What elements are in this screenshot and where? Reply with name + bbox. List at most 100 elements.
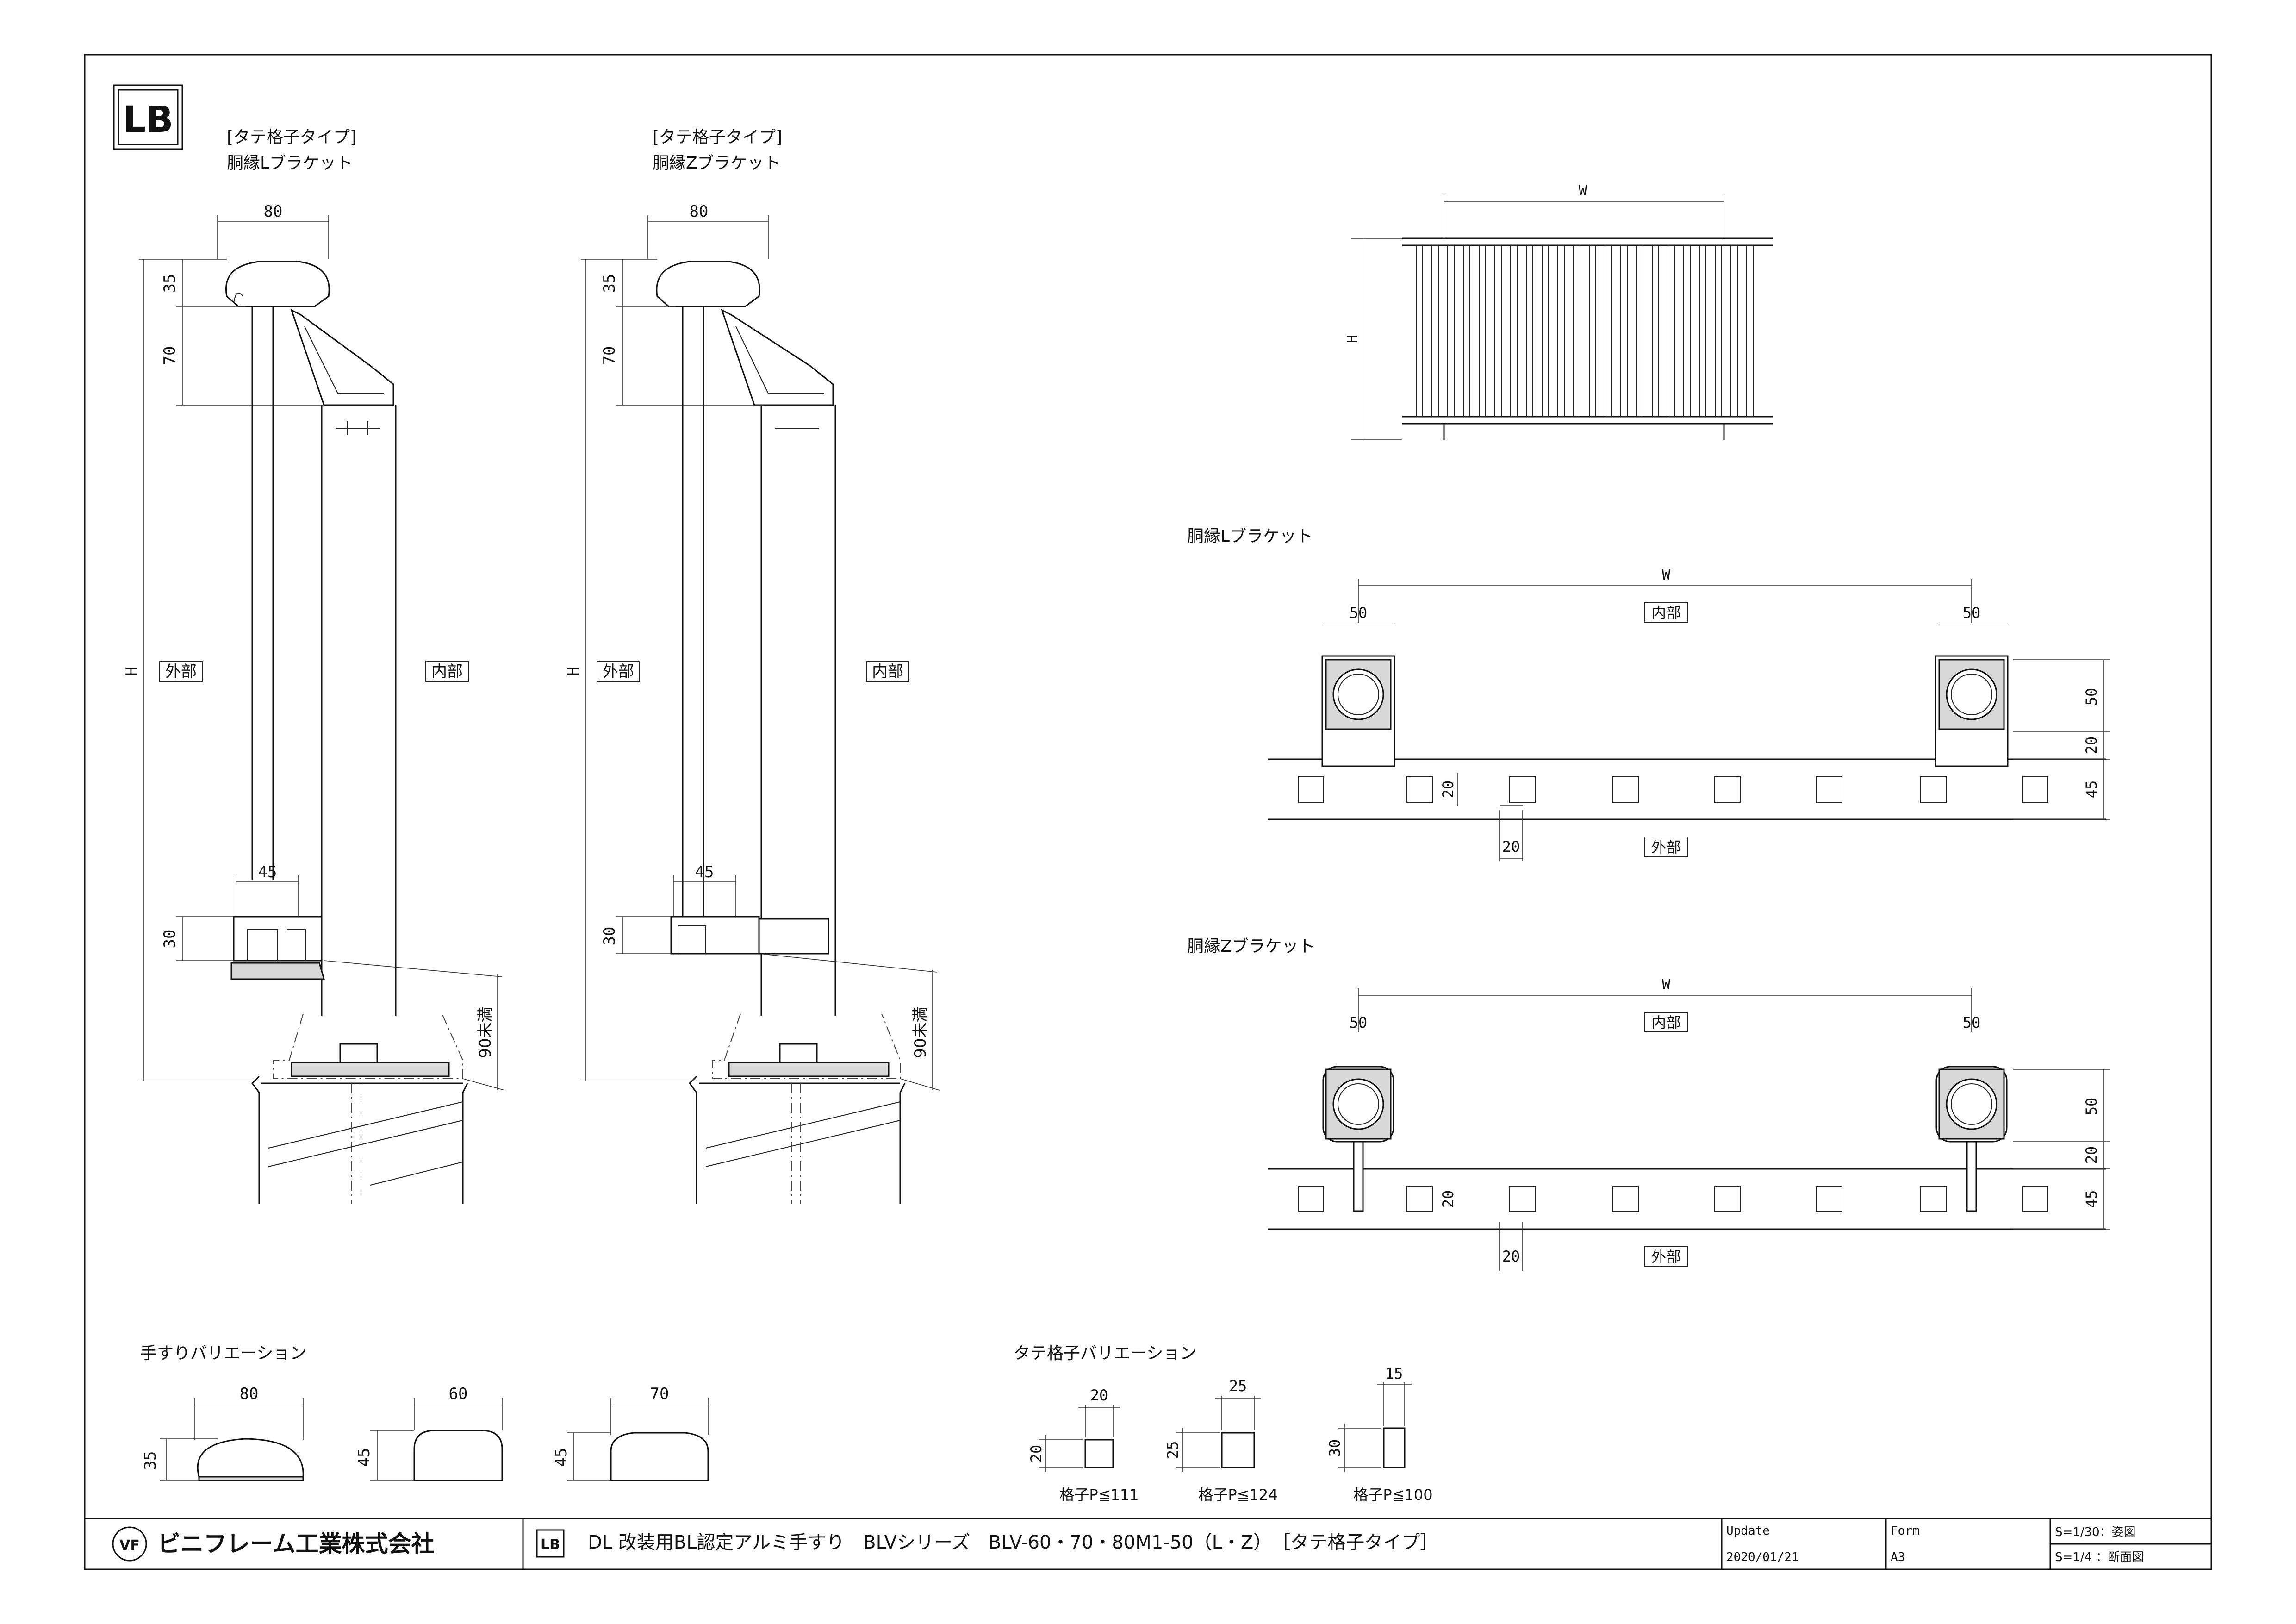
label-inside-plan-l: 内部 [1644,602,1688,623]
baluster-pitch-1: 格子P≦111 [1059,1486,1139,1504]
plan-baluster [1612,776,1639,803]
elevation-baluster [1573,245,1580,417]
plan-baluster [1509,1186,1536,1212]
dim-20-bal1v: 20 [1027,1445,1045,1463]
view2-dimensions [581,215,940,1091]
plan-baluster [1509,776,1536,803]
elevation-baluster [1715,245,1722,417]
title-block: VF ビニフレーム工業株式会社 LB DL 改装用BL認定アルミ手すり BLVシ… [85,1518,2211,1569]
dim-20-l-v: 20 [2083,737,2100,755]
plan-post-pipe-inner [1951,674,1992,715]
svg-text:内部: 内部 [1651,1014,1681,1031]
elevation-baluster [1605,245,1612,417]
view2-title-line2: 胴縁Zブラケット [653,154,781,173]
label-outside-plan-z: 外部 [1644,1246,1688,1267]
svg-text:外部: 外部 [1651,838,1681,856]
elevation-baluster [1542,245,1549,417]
elevation-baluster [1746,245,1754,417]
form-label: Form [1891,1524,1920,1538]
dim-h-v1: H [123,667,141,676]
dim-35-v2: 35 [600,274,619,293]
title-logo: LB [541,1537,560,1553]
dim-90-v2: 90未満 [911,1006,930,1058]
dim-25-bal2: 25 [1229,1377,1247,1395]
svg-text:LB: LB [123,99,173,141]
lb-logo: LB [113,84,183,150]
dim-50-z-v: 50 [2083,1098,2100,1116]
dim-20-z-h: 20 [1502,1248,1520,1265]
z-bracket [1353,1141,1364,1212]
plan-baluster [1816,776,1842,803]
handrail-variation-60 [370,1398,503,1481]
dim-w-l: W [1662,567,1671,583]
dim-50-l1: 50 [1350,604,1368,622]
dim-30-v1: 30 [161,930,179,949]
plan-post-pipe [1332,1078,1384,1130]
dim-35-v1: 35 [161,274,179,293]
plan-z-view [1268,988,2110,1271]
plan-baluster [1920,1186,1947,1212]
form-value: A3 [1891,1550,1905,1564]
elevation-baluster [1699,245,1706,417]
dim-h-elev: H [1344,335,1361,343]
dim-80-v1: 80 [264,202,283,221]
dim-20-z-sq: 20 [1439,1190,1457,1208]
elevation-baluster [1479,245,1486,417]
dim-45-v2: 45 [695,863,714,881]
plan-baluster [1816,1186,1842,1212]
dim-15-bal3: 15 [1385,1365,1403,1382]
elevation-baluster [1557,245,1565,417]
plan-z-title: 胴縁Zブラケット [1187,937,1315,956]
dim-45-v1: 45 [258,863,277,881]
view1-dimensions [139,215,505,1091]
elevation-baluster [1463,245,1470,417]
dim-45-var1: 45 [355,1448,373,1467]
dim-20-bal1: 20 [1090,1387,1108,1404]
dim-50-z2: 50 [1963,1014,1981,1031]
elevation-view [1351,194,1773,440]
plan-baluster [1714,776,1741,803]
elevation-baluster [1510,245,1518,417]
elevation-baluster [1589,245,1596,417]
dim-h-v2: H [564,667,583,676]
dim-80-var: 80 [240,1385,259,1403]
dim-20-z-v: 20 [2083,1146,2100,1164]
dim-w-elev: W [1579,183,1587,199]
svg-text:外部: 外部 [1651,1248,1681,1266]
elevation-baluster [1526,245,1533,417]
elevation-baluster [1494,245,1502,417]
elevation-baluster [1431,245,1439,417]
dim-90-v1: 90未満 [476,1006,495,1058]
dim-60-var: 60 [449,1385,468,1403]
update-label: Update [1726,1524,1770,1538]
label-outside-v1: 外部 [159,661,203,682]
plan-baluster [1920,776,1947,803]
dim-30-bal3v: 30 [1326,1439,1344,1457]
plan-l-view [1268,579,2110,861]
handrail-variation-title: 手すりバリエーション [140,1344,306,1363]
handrail-variation-80 [160,1398,304,1481]
plan-baluster [1612,1186,1639,1212]
baluster-var-2 [1176,1396,1261,1472]
plan-post-pipe [1946,1078,1997,1130]
plan-baluster [2022,1186,2048,1212]
dim-70-var: 70 [650,1385,669,1403]
dim-45-l-v: 45 [2083,781,2100,799]
handrail-variation-70 [567,1398,709,1481]
section-view-z-bracket [656,261,906,1204]
plan-baluster [1298,776,1324,803]
scale-1: S=1/30：姿図 [2055,1525,2136,1539]
elevation-baluster [1652,245,1659,417]
svg-text:外部: 外部 [165,662,197,681]
company-mark: VF [119,1537,140,1554]
dim-30-v2: 30 [600,927,619,946]
drawing-title: DL 改装用BL認定アルミ手すり BLVシリーズ BLV-60・70・80M1-… [588,1532,1438,1553]
baluster-var-1 [1039,1405,1120,1472]
dim-45-z-v: 45 [2083,1190,2100,1208]
plan-baluster [1298,1186,1324,1212]
plan-post-pipe [1332,668,1384,720]
label-inside-v1: 内部 [425,661,469,682]
view2-title-line1: [タテ格子タイプ] [653,128,782,147]
view1-title-line1: [タテ格子タイプ] [227,128,356,147]
view1-title-line2: 胴縁Lブラケット [227,154,353,173]
